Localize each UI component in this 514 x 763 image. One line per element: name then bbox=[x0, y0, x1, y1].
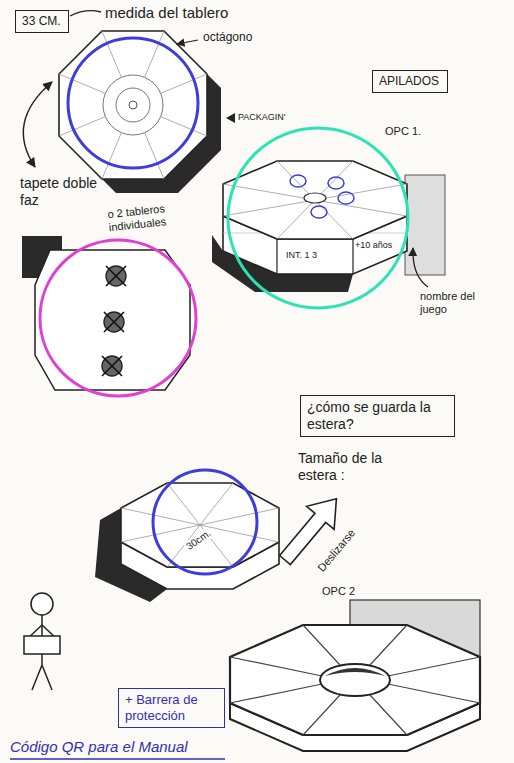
spoke bbox=[167, 483, 200, 525]
stack-center bbox=[304, 193, 326, 203]
token bbox=[338, 192, 354, 204]
crossed-token bbox=[102, 356, 122, 376]
token bbox=[328, 177, 344, 189]
pointer-arrow bbox=[177, 40, 198, 44]
flip-arrow bbox=[23, 82, 52, 167]
note-box: 33 CM. bbox=[15, 10, 69, 33]
board-center bbox=[129, 101, 137, 109]
token bbox=[290, 175, 306, 187]
crossed-token bbox=[104, 312, 124, 332]
annotation: OPC 1. bbox=[385, 125, 421, 138]
spoke bbox=[303, 695, 340, 735]
spoke bbox=[230, 657, 322, 676]
underline bbox=[10, 758, 225, 759]
hole-shade bbox=[325, 668, 385, 676]
token bbox=[311, 206, 327, 218]
note-box: + Barrera de protección bbox=[118, 688, 225, 728]
slide-arrow-shape bbox=[271, 487, 350, 571]
annotation: +10 años bbox=[354, 240, 393, 251]
mat-board bbox=[121, 483, 279, 567]
node-text: + Barrera de protección bbox=[125, 692, 218, 723]
spoke bbox=[223, 200, 315, 216]
flag-icon bbox=[226, 113, 235, 123]
center-hole bbox=[320, 664, 390, 696]
annotation: Deslizarse bbox=[315, 527, 358, 575]
leader-line bbox=[70, 11, 101, 16]
annotation: OPC 2 bbox=[322, 585, 355, 598]
cross-mark bbox=[102, 356, 122, 376]
person-figure bbox=[24, 593, 60, 690]
board-ring bbox=[116, 88, 150, 122]
cross-mark bbox=[104, 312, 124, 332]
node-text: 33 CM. bbox=[22, 14, 62, 28]
crossed-token bbox=[106, 266, 126, 286]
annotation: o 2 tableros individuales bbox=[107, 198, 209, 235]
spoke bbox=[370, 695, 407, 735]
spoke bbox=[388, 657, 480, 676]
annotation: INT. 1 3 bbox=[285, 250, 318, 261]
pointer-arrow bbox=[413, 248, 428, 287]
held-board bbox=[24, 636, 60, 654]
highlight-circle bbox=[228, 128, 408, 308]
spoke bbox=[388, 684, 480, 703]
annotation: medida del tablero bbox=[105, 4, 228, 22]
board-spokes bbox=[121, 483, 279, 567]
spoke bbox=[230, 684, 322, 703]
node-text: APILADOS bbox=[379, 74, 441, 88]
person-head bbox=[31, 593, 53, 615]
node-text: ¿cómo se guarda la estera? bbox=[307, 399, 448, 433]
annotation: Tamaño de la estera : bbox=[298, 450, 418, 484]
board-spokes bbox=[59, 31, 207, 179]
highlight-circle bbox=[40, 240, 196, 396]
annotation: nombre del juego bbox=[420, 290, 484, 316]
note-box: APILADOS bbox=[372, 70, 448, 93]
annotation: tapete doble faz bbox=[20, 175, 100, 209]
highlight-circle bbox=[153, 470, 257, 574]
note-box: ¿cómo se guarda la estera? bbox=[300, 395, 455, 437]
mat-board bbox=[230, 625, 480, 735]
background-panel bbox=[405, 175, 445, 275]
annotation: octágono bbox=[203, 30, 252, 44]
spoke bbox=[370, 625, 407, 665]
stack-top bbox=[223, 161, 407, 239]
highlight-circle bbox=[68, 38, 198, 168]
stack-spokes bbox=[223, 161, 407, 239]
slide-arrow bbox=[271, 487, 350, 571]
stack-edge bbox=[276, 239, 277, 274]
octagon-board bbox=[59, 31, 207, 179]
board-spokes bbox=[230, 625, 480, 735]
annotation: PACKAGIN' bbox=[238, 112, 286, 123]
spoke bbox=[200, 508, 279, 525]
board-ring bbox=[103, 75, 163, 135]
cross-mark bbox=[106, 266, 126, 286]
spoke bbox=[303, 625, 340, 665]
crossed-tokens bbox=[102, 266, 126, 376]
annotation: Código QR para el Manual bbox=[10, 738, 188, 756]
